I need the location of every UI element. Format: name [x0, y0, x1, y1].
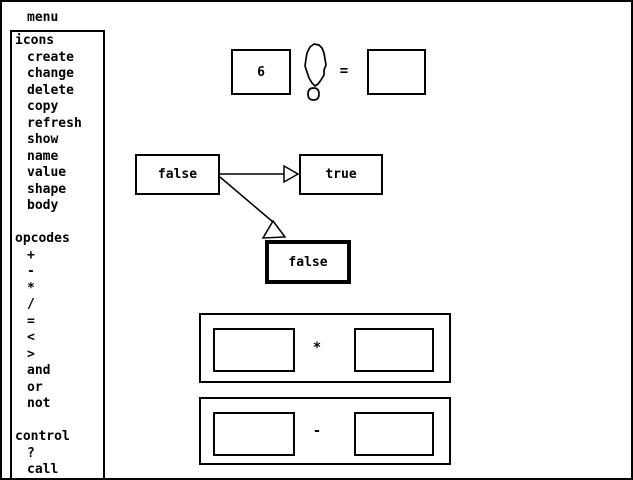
palette-item-conditional[interactable]: ?	[27, 445, 35, 461]
true-box[interactable]: true	[299, 154, 383, 195]
palette-item-and[interactable]: and	[27, 363, 51, 378]
palette-item-or[interactable]: or	[27, 379, 43, 395]
menu-button[interactable]: menu	[27, 10, 59, 25]
palette-item-delete[interactable]: delete	[27, 82, 74, 98]
multiply-frame[interactable]: *	[199, 313, 451, 383]
result-box[interactable]	[367, 49, 426, 95]
palette-item-divide[interactable]: /	[27, 297, 35, 312]
menu-palette: icons create change delete copy refresh …	[10, 30, 105, 478]
palette-section-icons: icons	[15, 33, 55, 48]
palette-item-create[interactable]: create	[27, 49, 74, 65]
subtract-right-slot[interactable]	[354, 412, 434, 456]
palette-item-equals[interactable]: =	[27, 313, 35, 329]
equals-sign[interactable]: =	[339, 63, 349, 79]
palette-item-body[interactable]: body	[27, 198, 59, 213]
palette-item-plus[interactable]: +	[27, 247, 35, 263]
subtract-operator: -	[312, 423, 322, 439]
palette-item-change[interactable]: change	[27, 66, 74, 81]
arrowhead-to-false	[261, 219, 287, 239]
selected-false-box[interactable]: false	[265, 240, 351, 284]
false-box[interactable]: false	[135, 154, 220, 195]
palette-item-copy[interactable]: copy	[27, 99, 59, 114]
palette-item-minus[interactable]: -	[27, 264, 35, 279]
multiply-left-slot[interactable]	[213, 328, 295, 372]
arrowhead-to-true	[283, 164, 300, 184]
palette-item-less-than[interactable]: <	[27, 330, 35, 345]
subtract-left-slot[interactable]	[213, 412, 295, 456]
palette-item-shape[interactable]: shape	[27, 181, 67, 197]
arrow-line-to-false	[219, 176, 274, 223]
palette-section-opcodes: opcodes	[15, 231, 70, 246]
multiply-right-slot[interactable]	[354, 328, 434, 372]
palette-item-name[interactable]: name	[27, 148, 59, 164]
exclamation-icon[interactable]	[298, 39, 332, 105]
palette-item-show[interactable]: show	[27, 132, 59, 147]
subtract-frame[interactable]: -	[199, 397, 451, 465]
palette-item-not[interactable]: not	[27, 396, 51, 411]
palette-item-value[interactable]: value	[27, 165, 67, 180]
palette-item-multiply[interactable]: *	[27, 280, 35, 296]
palette-section-control: control	[15, 429, 70, 444]
number-box[interactable]: 6	[231, 49, 291, 95]
palette-item-refresh[interactable]: refresh	[27, 115, 82, 131]
multiply-operator: *	[312, 340, 322, 356]
palette-item-call[interactable]: call	[27, 462, 59, 477]
palette-item-greater-than[interactable]: >	[27, 346, 35, 362]
